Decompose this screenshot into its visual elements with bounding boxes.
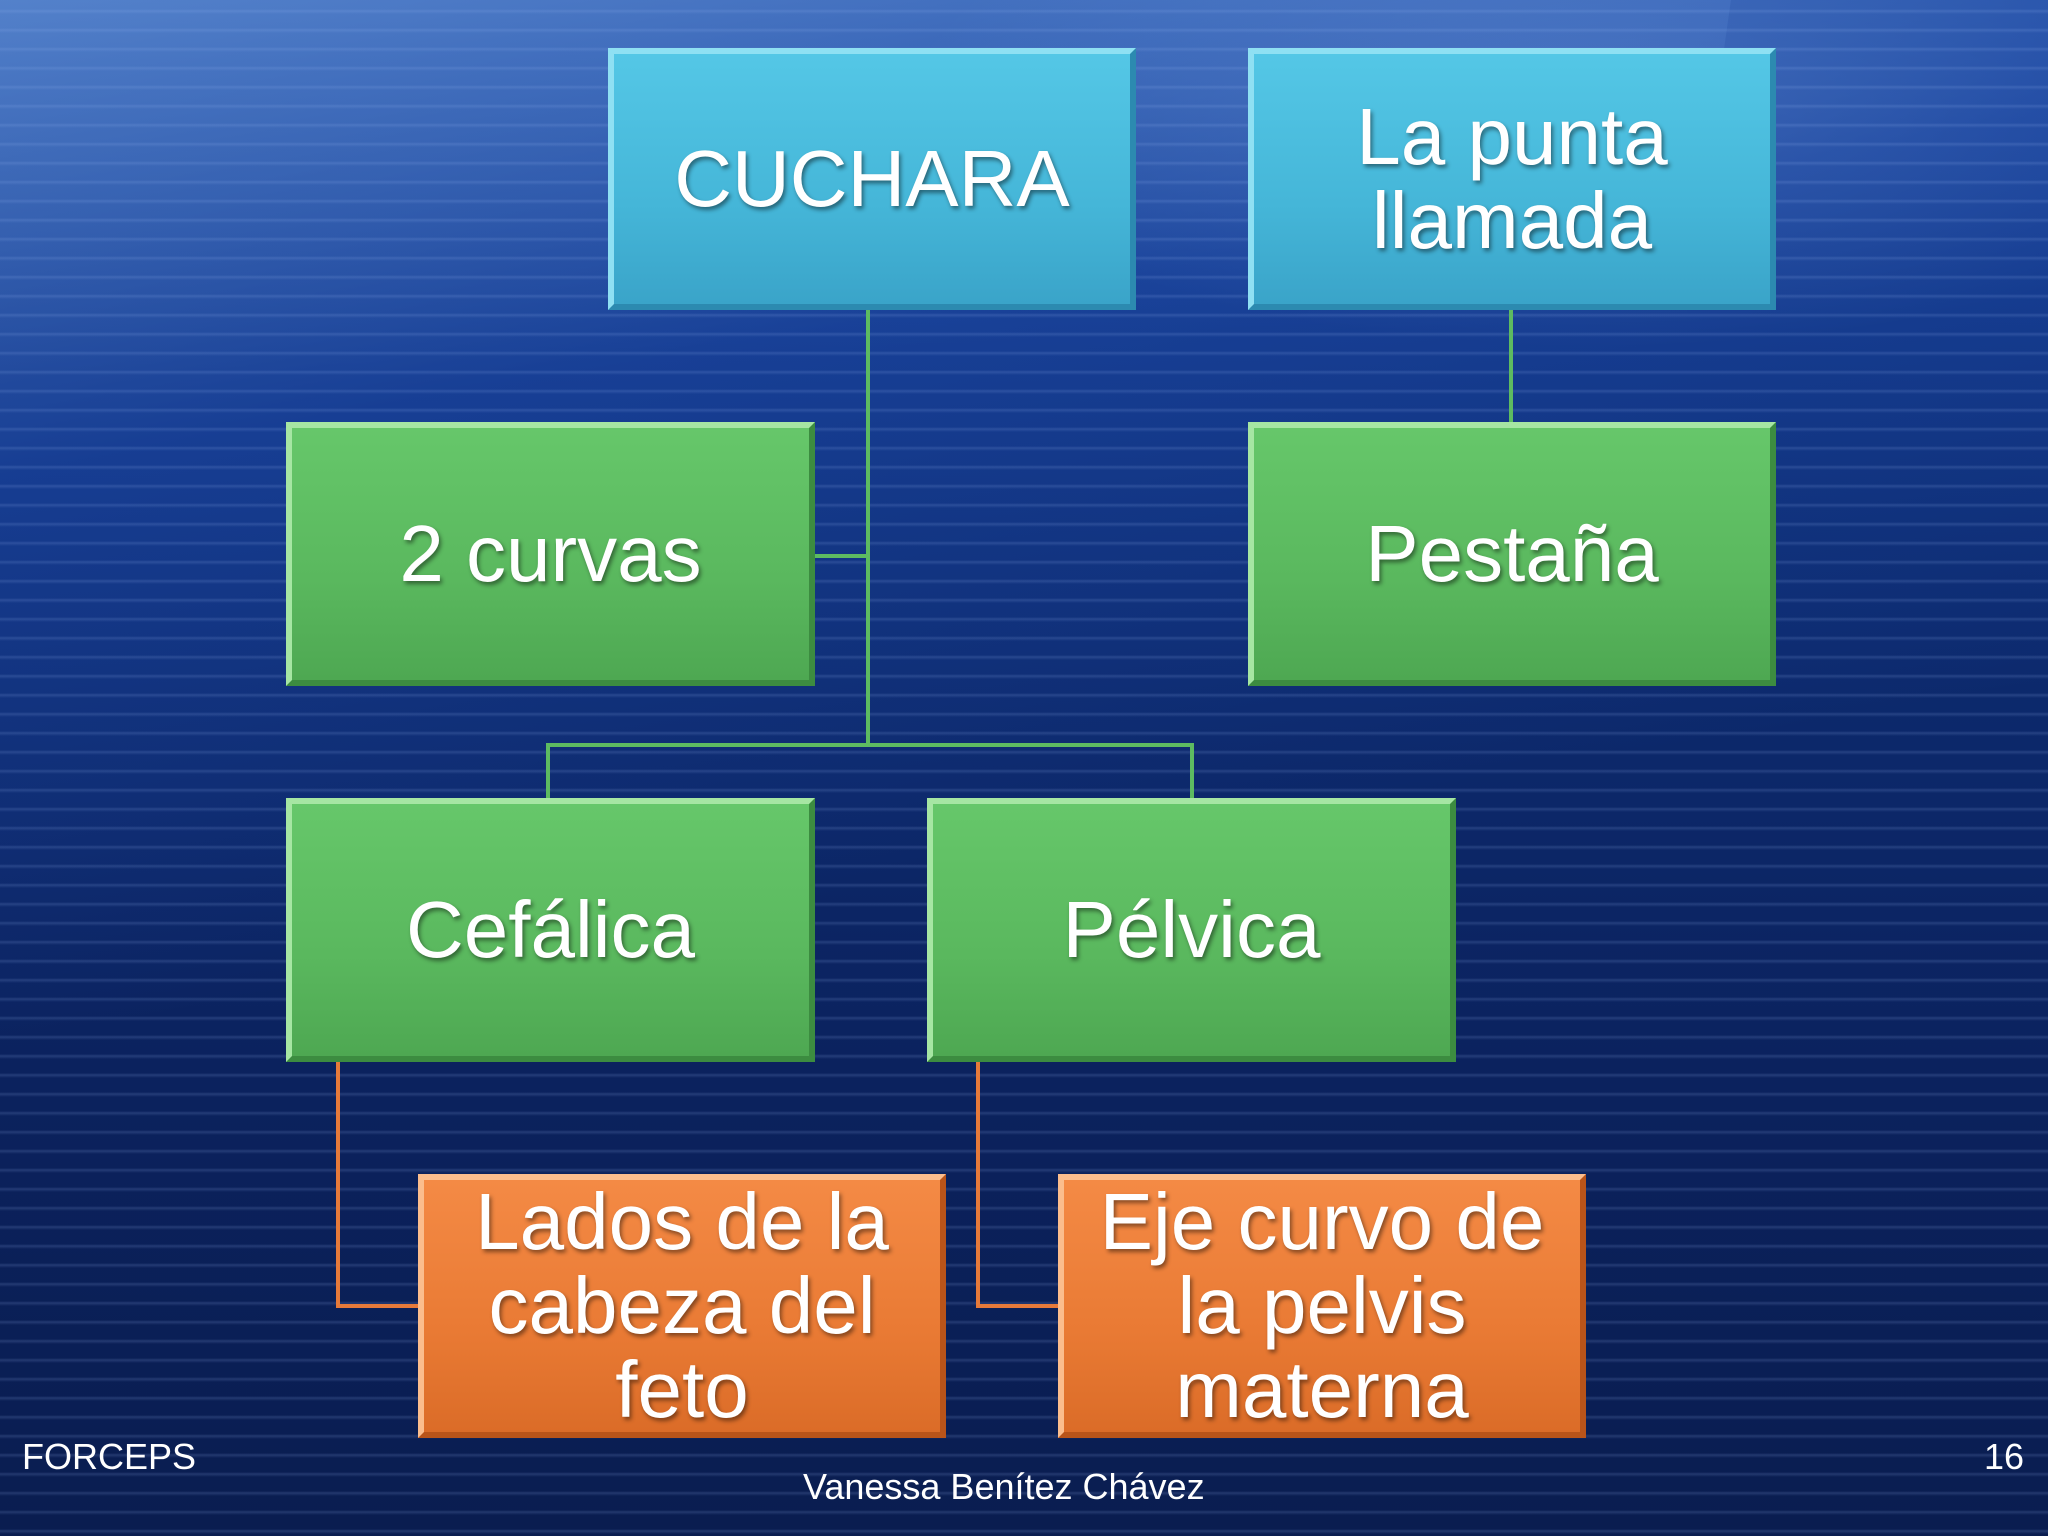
slide-number: 16 bbox=[1984, 1436, 2025, 1477]
connector-cefalica-lados bbox=[336, 1062, 418, 1308]
node-pelvica-label: Pélvica bbox=[1062, 885, 1321, 974]
footer-title: FORCEPS bbox=[22, 1436, 197, 1477]
node-eje-curvo-de-la-pelvis-materna: Eje curvo de la pelvis materna bbox=[1058, 1174, 1586, 1438]
node-la-punta-llamada: La punta llamada bbox=[1248, 48, 1776, 310]
footer-author: Vanessa Benítez Chávez bbox=[803, 1466, 1205, 1507]
node-pelvica: Pélvica bbox=[927, 798, 1456, 1062]
connector-pelvica-eje bbox=[976, 1062, 1058, 1308]
node-lados-de-la-cabeza-del-feto: Lados de la cabeza del feto bbox=[418, 1174, 946, 1438]
node-lados-label: Lados de la cabeza del feto bbox=[475, 1177, 889, 1434]
node-pestana: Pestaña bbox=[1248, 422, 1776, 686]
node-2-curvas: 2 curvas bbox=[286, 422, 815, 686]
node-eje-label: Eje curvo de la pelvis materna bbox=[1099, 1177, 1545, 1434]
node-cefalica: Cefálica bbox=[286, 798, 815, 1062]
node-pestana-label: Pestaña bbox=[1365, 509, 1659, 598]
node-cefalica-label: Cefálica bbox=[405, 885, 696, 974]
node-cuchara-label: CUCHARA bbox=[674, 134, 1070, 223]
node-cuchara: CUCHARA bbox=[608, 48, 1136, 310]
node-2-curvas-label: 2 curvas bbox=[399, 509, 702, 598]
node-la-punta-llamada-label: La punta llamada bbox=[1356, 92, 1668, 265]
